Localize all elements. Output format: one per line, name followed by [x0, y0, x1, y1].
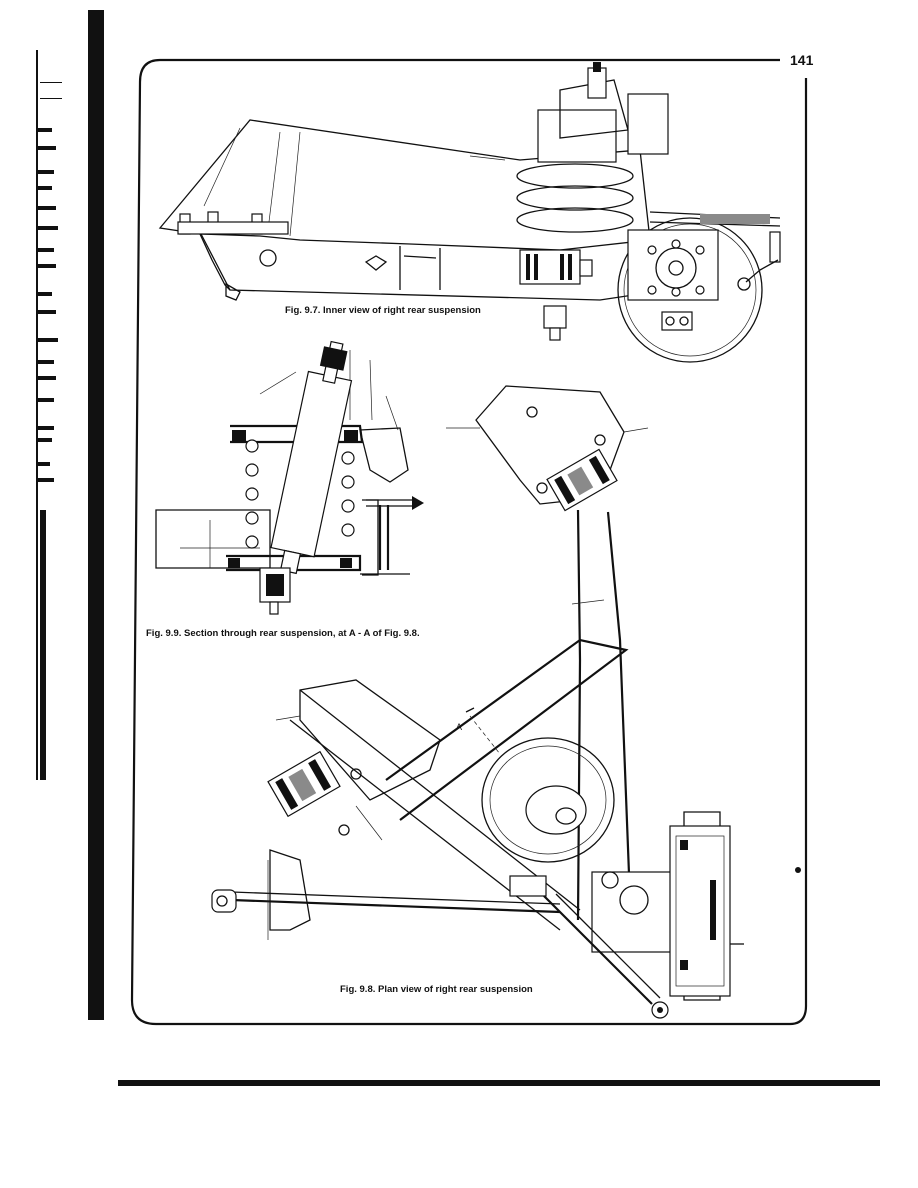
section-marker-a: A [456, 722, 463, 732]
page-number: 141 [790, 52, 814, 68]
figure-9-7-drawing [158, 62, 781, 363]
figure-9-9-caption: Fig. 9.9. Section through rear suspensio… [146, 628, 420, 639]
figure-9-9-drawing [155, 340, 424, 615]
figure-9-8-drawing [211, 385, 801, 1019]
page-frame [130, 58, 808, 1026]
figure-9-7-caption: Fig. 9.7. Inner view of right rear suspe… [285, 305, 481, 316]
figure-9-8-caption: Fig. 9.8. Plan view of right rear suspen… [340, 984, 533, 995]
binding-edge [36, 10, 104, 1020]
bottom-rule [118, 1080, 880, 1086]
